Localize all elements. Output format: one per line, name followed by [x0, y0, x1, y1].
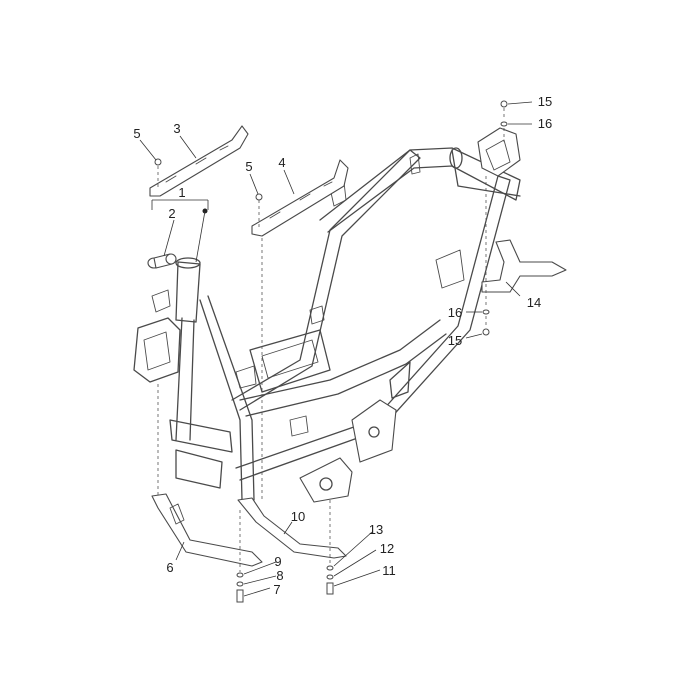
callout-9: 9 — [274, 554, 281, 569]
callout-6: 6 — [166, 560, 173, 575]
lower-bracket — [175, 449, 223, 489]
down-tube-left — [175, 317, 195, 441]
rear-bracket-part-14 — [481, 239, 567, 293]
bushing-part-2 — [147, 253, 177, 269]
callout-13: 13 — [369, 522, 383, 537]
lower-bracket-part-6 — [151, 493, 263, 567]
callout-16b: 16 — [448, 305, 462, 320]
callout-16a: 16 — [538, 116, 552, 131]
rear-side-plate — [435, 249, 465, 289]
callout-5b: 5 — [245, 159, 252, 174]
rail-part-3-slots — [165, 145, 229, 183]
callout-7: 7 — [273, 582, 280, 597]
callout-15a: 15 — [538, 94, 552, 109]
callout-2: 2 — [168, 206, 175, 221]
rear-upper-bracket — [477, 127, 521, 177]
steering-head-tube — [175, 261, 201, 323]
leader-lines — [139, 101, 533, 597]
engine-mount — [299, 457, 353, 503]
callout-1: 1 — [178, 185, 185, 200]
rear-lower-bracket — [351, 399, 397, 463]
center-box — [249, 329, 331, 393]
mid-rail-lower — [245, 333, 447, 417]
mid-rail — [239, 319, 441, 401]
down-tube-right — [199, 295, 255, 501]
assembly-lines — [157, 108, 505, 572]
front-plate-inner — [143, 331, 171, 371]
front-plate — [133, 317, 181, 383]
tab-e — [235, 365, 257, 389]
callout-12: 12 — [380, 541, 394, 556]
tab-a — [409, 153, 421, 175]
center-box-inner — [261, 339, 319, 379]
engine-mount-pivot — [319, 477, 333, 491]
rear-tube-end — [449, 147, 463, 169]
rail-part-4-slots — [269, 181, 333, 219]
tab-d — [289, 415, 309, 437]
callout-labels: 1 2 3 4 5 5 6 7 8 9 10 11 12 13 14 15 15… — [133, 94, 552, 597]
fasteners — [154, 100, 508, 603]
callout-11: 11 — [382, 563, 396, 578]
rear-upper-bracket-inner — [485, 139, 511, 171]
callout-5a: 5 — [133, 126, 140, 141]
rear-cross-tube — [451, 149, 521, 197]
lower-crossmember — [169, 419, 233, 453]
rear-side-bracket — [389, 361, 411, 399]
callout-3: 3 — [173, 121, 180, 136]
lower-bracket-part-6-slot — [169, 503, 185, 525]
rear-lower-pivot — [368, 426, 380, 438]
main-frame — [133, 127, 521, 503]
callout-15b: 15 — [448, 333, 462, 348]
rear-loop-upper — [319, 147, 521, 233]
rail-part-3 — [149, 125, 249, 197]
tab-c — [309, 305, 325, 325]
rail-part-4 — [251, 159, 349, 237]
callout-4: 4 — [278, 155, 285, 170]
side-rail-left — [231, 149, 421, 411]
front-upper-bracket — [151, 289, 171, 313]
lower-bracket-part-10 — [237, 497, 347, 559]
callout-10: 10 — [291, 509, 305, 524]
callout-8: 8 — [276, 568, 283, 583]
steering-head-top — [175, 257, 201, 269]
callout-14: 14 — [527, 295, 541, 310]
